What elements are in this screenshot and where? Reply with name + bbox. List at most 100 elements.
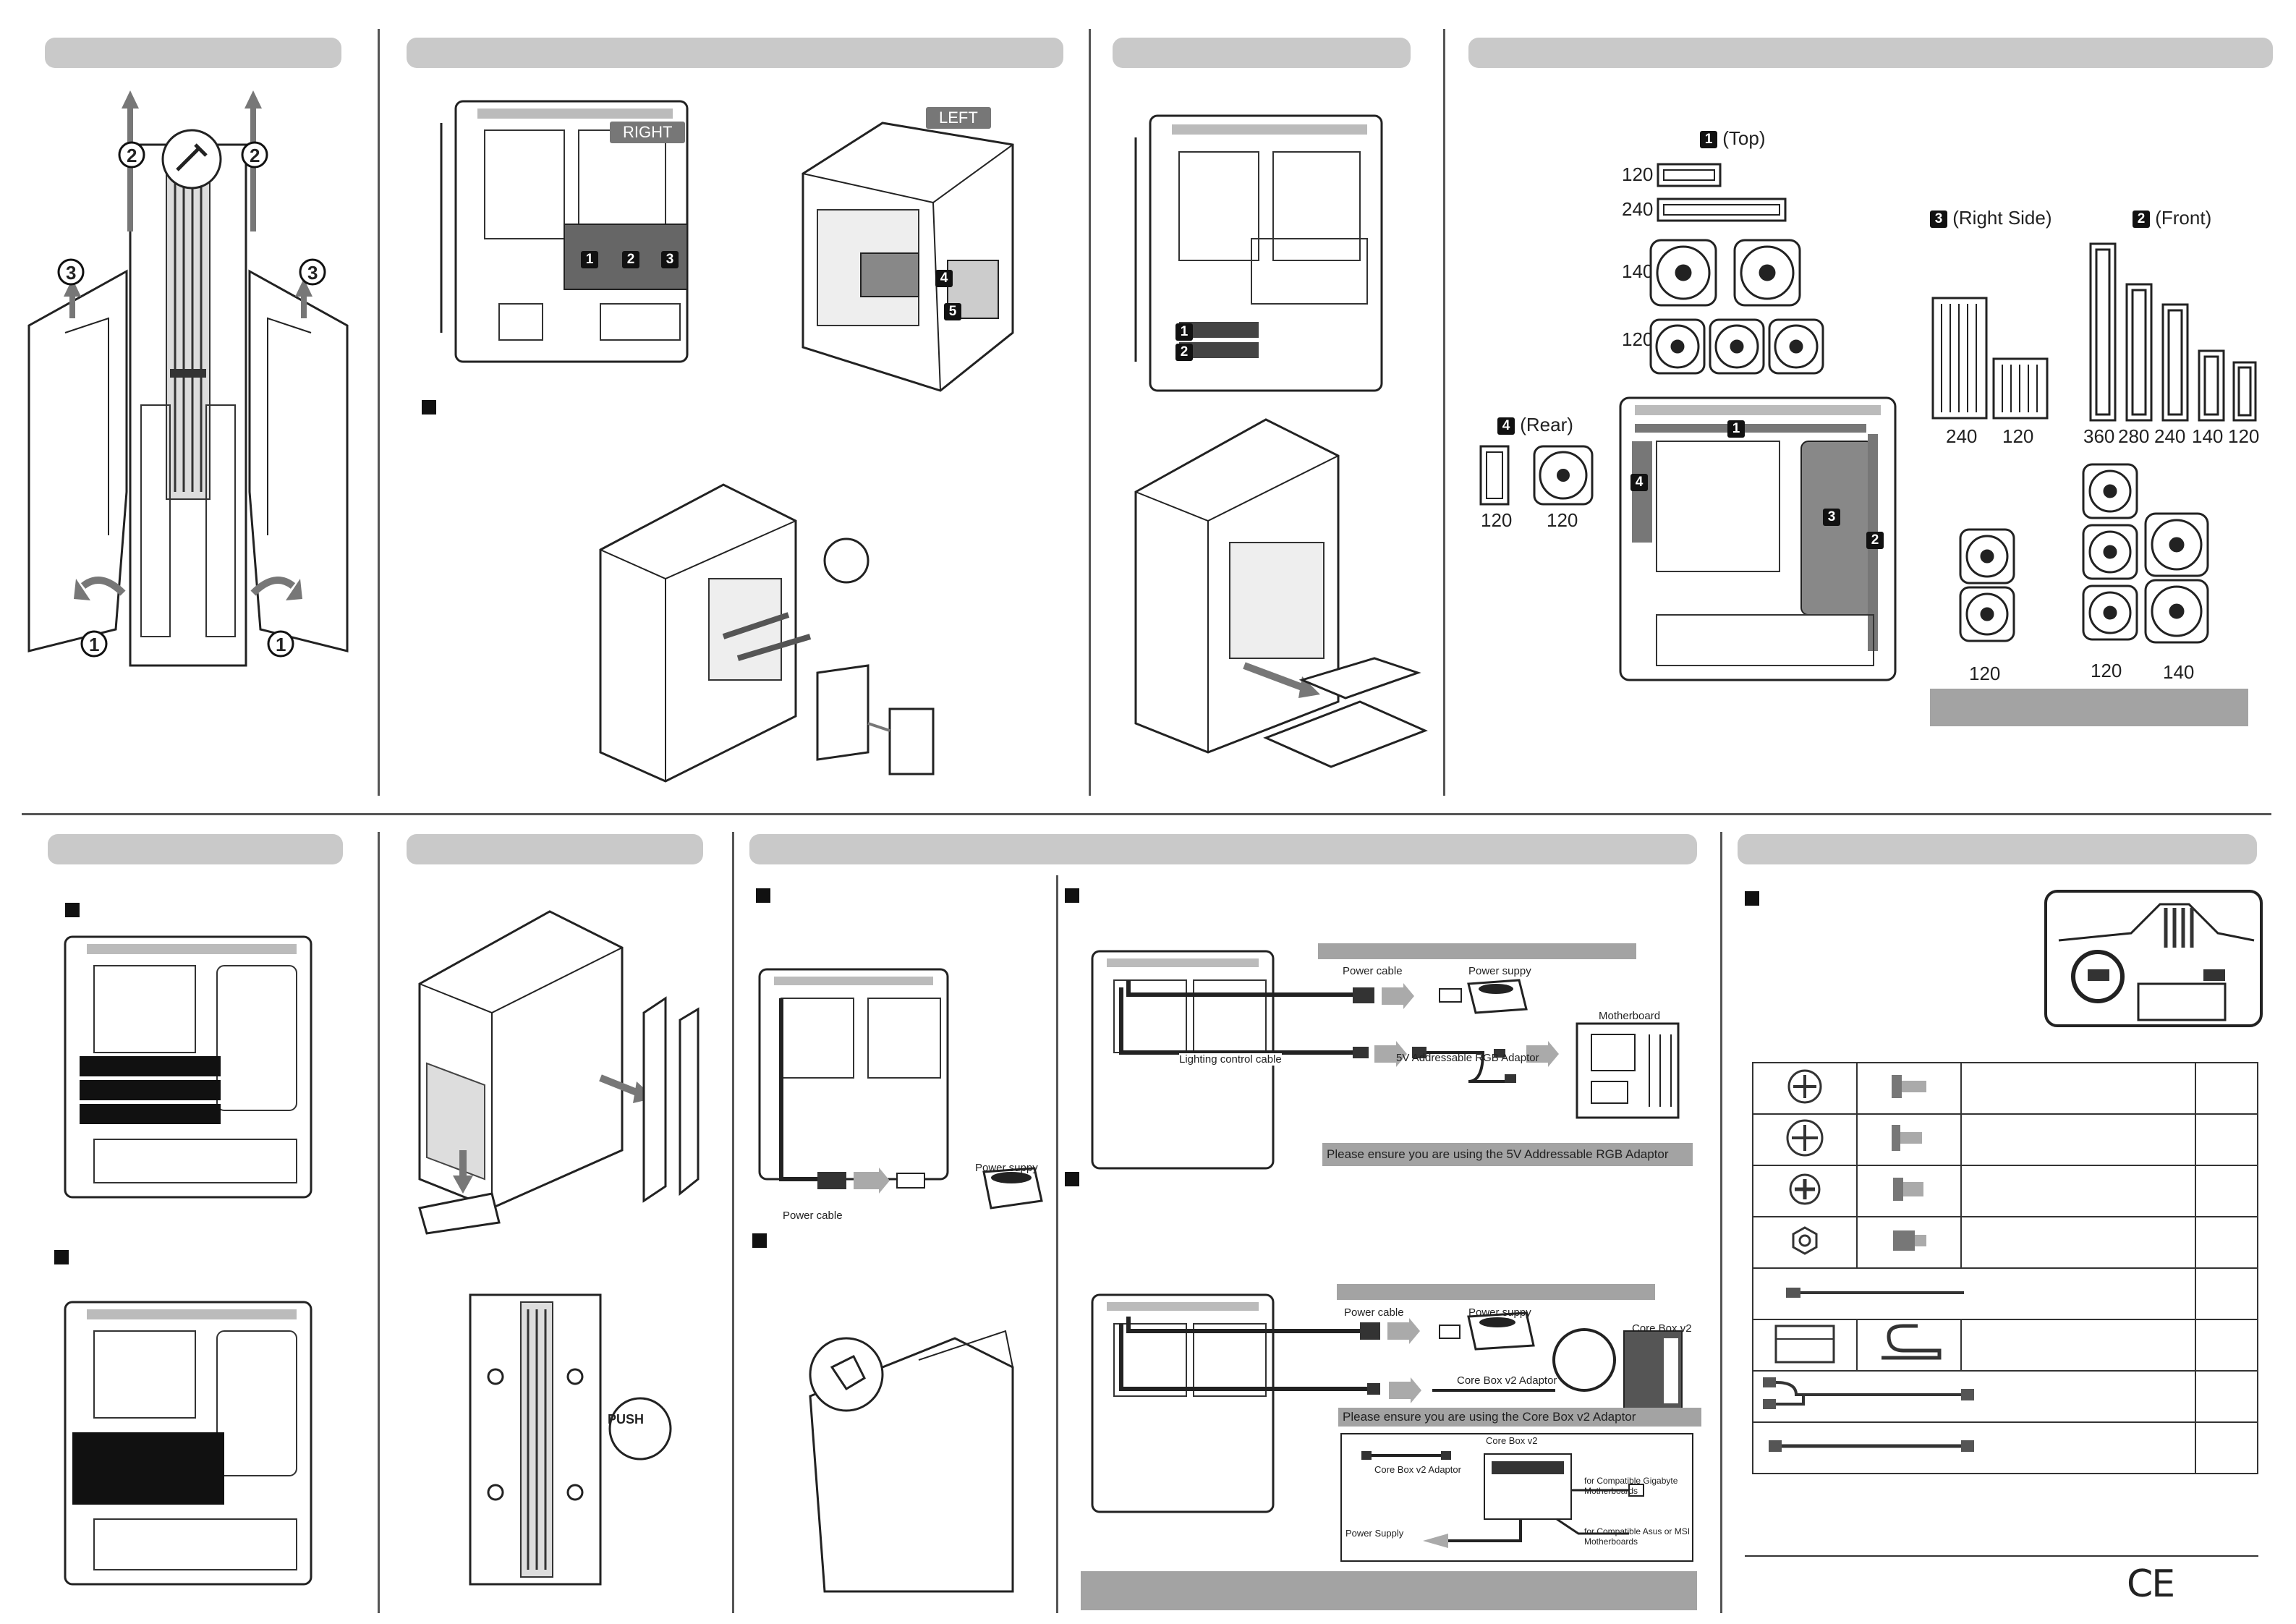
- table-row: [1752, 1370, 2258, 1423]
- core-box-adaptor-note: Please ensure you are using the Core Box…: [1338, 1408, 1701, 1427]
- rgb-adaptor-cable-icon: [1763, 1377, 1974, 1409]
- divider: [1720, 832, 1722, 1613]
- front-radiator-title: 2 (Front): [2133, 207, 2211, 229]
- step-marker: [1745, 891, 1759, 906]
- screw-side-icon: [1893, 1178, 1923, 1201]
- power-cable-label-3: Power cable: [1344, 1306, 1404, 1319]
- section-header-filters: [407, 834, 703, 864]
- adaptor-section-bar-1: [1318, 943, 1636, 959]
- badge-one: 1: [581, 247, 598, 270]
- section-header-gpu: [48, 834, 343, 864]
- hdd-badge-two: 2: [1175, 340, 1193, 362]
- section-header-drive-bays: [1113, 38, 1411, 68]
- callout-one-left: [80, 630, 108, 658]
- radiator-note-bar: [1930, 689, 2248, 726]
- callout-one-left-text: 1: [89, 634, 100, 655]
- rear-rad-icons: [1479, 445, 1594, 506]
- power-supply-label-2: Power suppy: [1468, 965, 1531, 977]
- divider: [378, 29, 380, 796]
- gpu-horizontal-diagram: [64, 935, 312, 1199]
- power-supply-label-3: Power suppy: [1468, 1306, 1531, 1319]
- push-label: PUSH: [608, 1412, 645, 1427]
- right-side-radiator-title: 3 (Right Side): [1930, 207, 2052, 229]
- adaptor-section-bar-2: [1337, 1284, 1655, 1300]
- front-size-240: 240: [2154, 425, 2186, 447]
- front-fan-size-140: 140: [2163, 661, 2195, 683]
- callout-one-right: [267, 630, 294, 658]
- right-side-rad-icons: [1931, 297, 2049, 420]
- top-fans-icons: [1649, 239, 1824, 375]
- panel-left-label: LEFT: [926, 107, 991, 129]
- divider: [378, 832, 380, 1613]
- cable-clip-icon: [1774, 1325, 1835, 1364]
- divider: [1089, 29, 1091, 796]
- callout-three-right-text: 3: [307, 262, 318, 284]
- core-box-adaptor-label-detail: Core Box v2 Adaptor: [1374, 1464, 1461, 1475]
- core-box-label: Core Box v2: [1632, 1322, 1692, 1335]
- divider: [1056, 875, 1058, 1613]
- top-size-120: 120: [1622, 163, 1654, 185]
- badge-three: 3: [661, 247, 679, 270]
- table-row: [1752, 1319, 2258, 1372]
- rad-case-badge-two: 2: [1866, 528, 1884, 550]
- front-panel-removal-diagram: [27, 90, 349, 667]
- cable-holder-icon: [1882, 1324, 1942, 1360]
- front-fan-size-120: 120: [2091, 660, 2122, 681]
- screw-side-icon: [1892, 1075, 1926, 1098]
- core-box-label-detail: Core Box v2: [1486, 1435, 1538, 1446]
- top-rad-240-icon: [1657, 197, 1787, 222]
- gigabyte-label: for Compatible Gigabyte Motherboards: [1584, 1476, 1678, 1496]
- badge-four: 4: [935, 266, 953, 289]
- step-marker: [752, 1233, 767, 1248]
- power-cable-label-2: Power cable: [1343, 965, 1403, 977]
- table-row: [1752, 1267, 2258, 1320]
- hdd-cage-case-diagram: [1134, 114, 1383, 392]
- hdd-removal-diagram: [1134, 418, 1428, 768]
- core-box-detail-diagram: [1340, 1433, 1693, 1562]
- accessory-parts-table: [1752, 1062, 2258, 1474]
- panel-right-label: RIGHT: [610, 122, 686, 143]
- table-row: [1752, 1165, 2258, 1217]
- io-button-detail: [2044, 890, 2263, 1027]
- filter-removal-diagram: [418, 910, 700, 1235]
- badge-five: 5: [944, 299, 961, 322]
- table-row: [1752, 1062, 2258, 1115]
- standoff-side-icon: [1893, 1230, 1926, 1251]
- front-rad-icons: [2089, 242, 2257, 422]
- callout-two-left: [118, 141, 145, 169]
- cable-tie-icon: [1786, 1288, 1964, 1298]
- io-cable-diagram: [809, 1330, 1014, 1593]
- standoff-icon: [1792, 1226, 1818, 1255]
- side-fans-icons: [1959, 463, 2209, 644]
- section-header-accessories: [1738, 834, 2257, 864]
- right-side-size-120: 120: [2002, 425, 2034, 447]
- rad-case-badge-four: 4: [1630, 470, 1648, 493]
- power-supply-detail-label: Power Supply: [1345, 1528, 1404, 1539]
- step-marker: [422, 400, 436, 414]
- divider: [22, 813, 2271, 815]
- step-marker: [756, 888, 770, 903]
- right-side-fan-size: 120: [1969, 663, 2001, 684]
- front-size-140: 140: [2192, 425, 2224, 447]
- core-box-adaptor-label: Core Box v2 Adaptor: [1457, 1374, 1557, 1387]
- 5v-rgb-wiring-diagram: [1091, 950, 1680, 1170]
- rear-radiator-title: 4 (Rear): [1497, 414, 1573, 436]
- step-marker: [54, 1250, 69, 1264]
- screw-side-icon: [1892, 1125, 1922, 1151]
- left-side-case-diagram: [802, 122, 1014, 392]
- table-row: [1752, 1421, 2258, 1474]
- callout-two-left-text: 2: [127, 145, 137, 166]
- divider: [1443, 29, 1445, 796]
- rad-case-badge-three: 3: [1823, 505, 1840, 527]
- callout-three-right: [299, 258, 326, 286]
- callout-one-right-text: 1: [276, 634, 286, 655]
- step-marker: [1065, 1172, 1079, 1186]
- 5v-adaptor-label: 5V Addressable RGB Adaptor: [1396, 1052, 1539, 1064]
- callout-two-right-text: 2: [250, 145, 260, 166]
- right-side-size-240: 240: [1946, 425, 1978, 447]
- screw-head-icon: [1786, 1119, 1824, 1157]
- step-marker: [65, 903, 80, 917]
- step-marker: [1065, 888, 1079, 903]
- screw-head-icon: [1789, 1173, 1821, 1205]
- gpu-vertical-diagram: [64, 1301, 312, 1586]
